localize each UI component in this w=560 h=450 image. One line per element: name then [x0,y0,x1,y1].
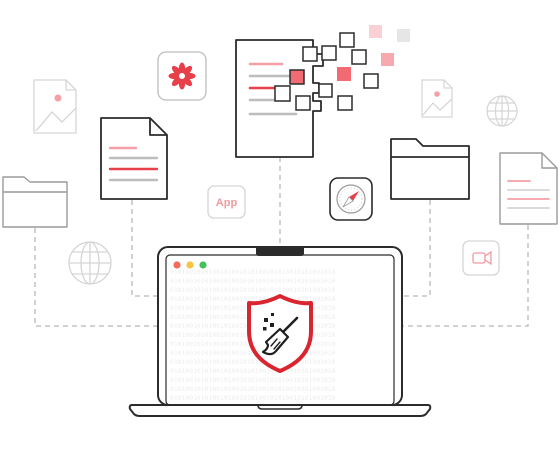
window-controls [173,261,207,269]
app-badge-label: App [216,197,238,209]
image-file-icon [33,79,77,134]
laptop-base [128,404,432,417]
binary-line: 0101001010100101001010100101010010101001… [170,286,336,294]
globe-icon [68,241,112,285]
binary-line: 0101001010100101001010100101010010101001… [170,295,336,303]
security-shield-icon [247,294,313,373]
binary-line: 0101001010100101001010100101010010101001… [170,358,336,366]
binary-line: 0101001010100101001010100101010010101001… [170,277,336,285]
shredding-document-icon [235,25,410,158]
binary-line: 0101001010100101001010100101010010101001… [170,394,336,402]
connector-right-folder [402,200,431,297]
app-badge-icon: App [207,185,246,219]
folder-icon [2,176,68,228]
connector-left-folder [34,228,158,327]
binary-line: 0101001010100101001010100101010010101001… [170,376,336,384]
safari-icon [329,177,373,221]
binary-line: 0101001010100101001010100101010010101001… [170,268,336,276]
binary-line: 0101001010100101001010100101010010101001… [170,385,336,393]
minimize-dot [186,261,194,269]
video-file-icon [462,240,500,276]
document-icon [100,117,168,200]
globe-icon [486,95,518,127]
binary-line: 0101001010100101001010100101010010101001… [170,367,336,375]
shredded-pieces [274,25,410,111]
broom-icon [261,313,299,356]
close-dot [173,261,181,269]
connector-right-doc [402,225,529,327]
folder-icon [390,138,470,200]
binary-line: 0101001010100101001010100101010010101001… [170,349,336,357]
connector-lines [34,157,529,327]
zoom-dot [199,261,207,269]
connector-left-doc [131,200,158,297]
document-icon [499,152,558,225]
photos-app-icon [157,51,207,101]
image-file-icon [421,79,453,118]
